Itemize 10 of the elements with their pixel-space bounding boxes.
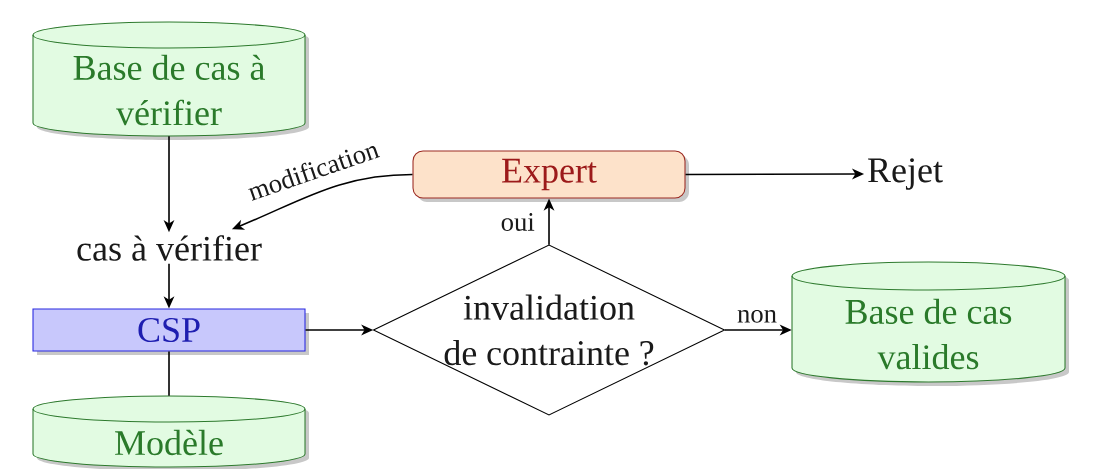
connector-line	[168, 350, 170, 397]
database-cylinder: Base de cas à vérifier	[32, 21, 309, 140]
process-box: CSP	[32, 308, 309, 355]
database-cylinder: Base de cas valides	[791, 261, 1069, 386]
text-label: cas à vérifier	[77, 235, 262, 261]
rounded-box: Expert	[412, 150, 689, 202]
database-cylinder: Modèle	[32, 395, 309, 469]
text-label: Rejet	[868, 158, 943, 190]
edge-label: oui	[498, 211, 537, 233]
edge-label: non	[735, 307, 779, 325]
